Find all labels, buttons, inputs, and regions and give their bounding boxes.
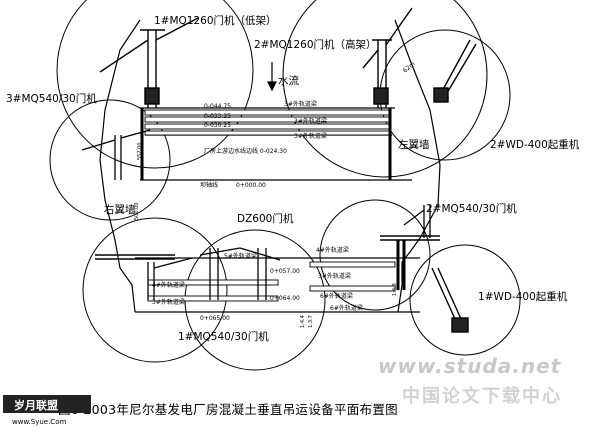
label-wd400-2: 2#WD-400起重机 (490, 138, 580, 151)
crane-dz600 (199, 247, 281, 300)
label-right-wing-wall: 右翼墙 (104, 203, 136, 216)
reach-circle-mq1260-high (282, 0, 488, 178)
rail-label-3: 3#外轨道梁 (294, 132, 327, 140)
label-wd400-1: 1#WD-400起重机 (478, 290, 568, 303)
reach-circle-wd400-1 (409, 244, 521, 356)
vertical-label-4: 1:3.7 (308, 315, 314, 328)
label-left-wing-wall: 左翼墙 (398, 138, 430, 151)
label-mq1260-high: 2#MQ1260门机（高架） (254, 38, 377, 51)
elev-6: 0+064.00 (270, 295, 300, 302)
elev-1: 0-044.75 (204, 103, 231, 110)
watermark-cn: 中国论文下载中心 (402, 385, 562, 407)
rail-beams (95, 109, 440, 302)
axis-label: 坝轴线 (200, 181, 218, 189)
rail-label-2: 3#外轨道梁 (294, 117, 327, 125)
rail-label-9: 6#外轨道梁 (330, 304, 363, 312)
crane-mq540-1 (147, 257, 193, 300)
reach-circle-mq540-1 (82, 217, 228, 363)
rail-label-1: 3#外轨道梁 (284, 100, 317, 108)
watermark-url: www.studa.net (378, 354, 562, 378)
crane-mq540-3 (81, 129, 151, 180)
elev-4: 0+000.00 (236, 182, 266, 189)
rail-label-7: 4#外轨道梁 (152, 281, 185, 289)
elev-2: 0-033.25 (204, 113, 231, 120)
flow-arrow (267, 62, 277, 92)
crane-mq1260-low (99, 17, 199, 108)
elev-7: 0+065.00 (200, 315, 230, 322)
label-mq540-1: 1#MQ540/30门机 (178, 330, 269, 343)
elev-3: 0-030.25 (204, 122, 231, 129)
rail-label-4: 4#外轨道梁 (316, 246, 349, 254)
rail-label-8: 3#外轨道梁 (152, 298, 185, 306)
crane-mq540-2 (403, 205, 431, 238)
stamp-title: 岁月联盟 (14, 398, 58, 412)
reach-circle-mq1260-low (56, 0, 254, 169)
crane-mq1260-high (362, 7, 413, 108)
rail-label-10: 5#外轨道梁 (224, 252, 257, 260)
stamp-watermark: 岁月联盟 www.Syue.Com (3, 395, 91, 426)
reach-circles (49, 0, 521, 371)
stamp-url: www.Syue.Com (12, 418, 66, 426)
label-mq1260-low: 1#MQ1260门机（低架） (154, 14, 277, 27)
crane-wd400-1 (431, 267, 469, 333)
reach-circle-mq540-2 (319, 199, 431, 311)
label-mq540-3: 3#MQ540/30门机 (6, 92, 97, 105)
figure-caption: 图6 2003年尼尔基发电厂房混凝土垂直吊运设备平面布置图 (58, 402, 398, 417)
rail-label-5: 3#外轨道梁 (318, 272, 351, 280)
vertical-label-1: 552.00 (137, 143, 143, 161)
label-mq540-2: 2#MQ540/30门机 (426, 202, 517, 215)
label-dz600: DZ600门机 (237, 212, 294, 225)
rail-label-6: 6#外轨道梁 (320, 292, 353, 300)
vertical-label-3: 1:4.4 (300, 315, 306, 328)
vertical-label-5: 1:4.3 (392, 283, 398, 296)
wall-members (140, 108, 406, 290)
upstream-line-label: 厂房上游边水线边线 0-024.30 (204, 147, 287, 155)
vertical-label-2: 500.00 (134, 203, 140, 221)
flow-label: 水流 (278, 74, 299, 87)
elev-5: 0+057.00 (270, 268, 300, 275)
crane-wd400-2 (433, 39, 477, 103)
